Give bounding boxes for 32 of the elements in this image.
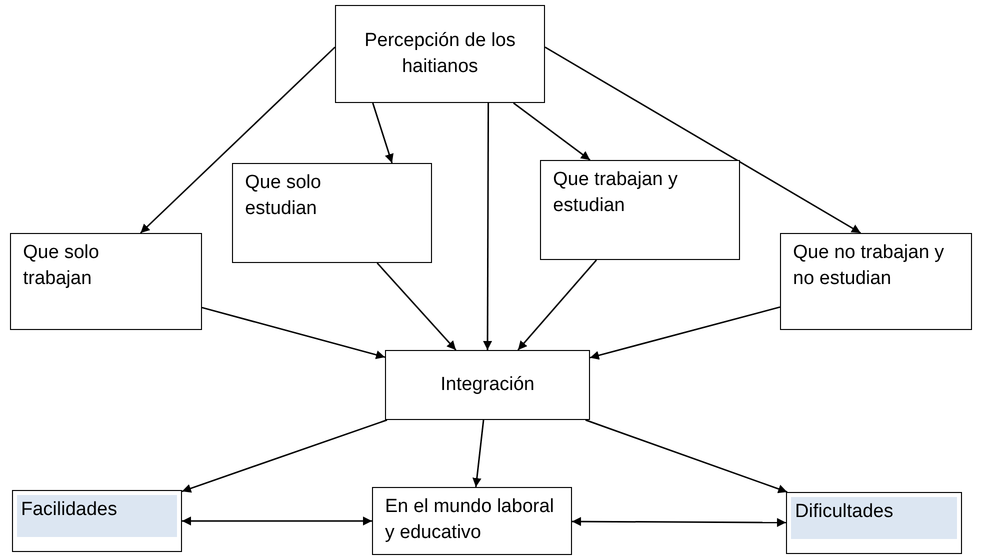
arrow — [590, 306, 780, 360]
box-label: Que solo trabajan — [23, 241, 100, 291]
arrow — [182, 419, 388, 493]
arrow — [372, 102, 394, 164]
arrow — [572, 517, 786, 528]
process-box — [780, 233, 972, 330]
arrow — [513, 102, 590, 161]
arrow — [182, 516, 372, 526]
process-box — [786, 492, 962, 554]
box-label: Que solo estudian — [245, 171, 322, 221]
process-box — [385, 350, 590, 420]
box-label: En el mundo laboral y educativo — [385, 495, 555, 545]
box-label: Facilidades — [17, 495, 177, 537]
arrow — [376, 262, 456, 350]
process-box — [372, 487, 572, 555]
arrow — [483, 103, 492, 350]
process-box — [10, 233, 202, 330]
box-label: Integración — [440, 373, 534, 398]
arrow — [517, 260, 597, 350]
process-box — [540, 160, 740, 260]
box-label: Percepción de los haitianos — [363, 29, 517, 79]
arrow — [585, 419, 788, 494]
box-label: Dificultades — [791, 497, 957, 539]
arrow — [472, 420, 484, 488]
box-label: Que trabajan y estudian — [553, 168, 679, 218]
arrow — [202, 306, 386, 360]
arrow — [544, 46, 862, 234]
process-box — [232, 163, 432, 263]
arrow — [140, 46, 336, 234]
box-label: Que no trabajan y no estudian — [793, 241, 946, 291]
process-box — [335, 5, 545, 103]
process-box — [12, 490, 182, 552]
